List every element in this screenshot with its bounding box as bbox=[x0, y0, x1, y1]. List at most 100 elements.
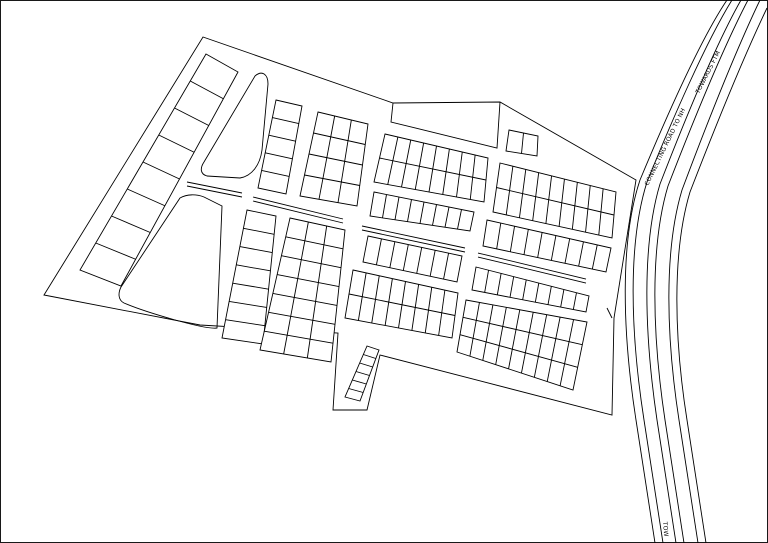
plot-divider bbox=[522, 279, 527, 300]
plot-block bbox=[362, 235, 463, 283]
plot-divider bbox=[443, 253, 450, 280]
open-space-top bbox=[200, 72, 269, 179]
highway bbox=[624, 0, 768, 543]
plot-divider bbox=[459, 334, 578, 368]
highway-edge bbox=[624, 0, 728, 543]
internal-road-strip bbox=[477, 252, 587, 284]
plot-block bbox=[373, 133, 489, 203]
plot-divider bbox=[355, 371, 370, 376]
plot-divider bbox=[496, 273, 502, 295]
plot-divider bbox=[432, 204, 437, 226]
plot-divider bbox=[462, 316, 583, 346]
plot-divider bbox=[559, 319, 574, 386]
plot-divider bbox=[229, 300, 267, 308]
plot-divider bbox=[509, 226, 515, 252]
plot-divider bbox=[402, 244, 409, 271]
plot-divider bbox=[564, 238, 571, 264]
plot-divider bbox=[572, 292, 577, 310]
plot-divider bbox=[495, 307, 507, 365]
towards-top-label: TOWARDS FTM bbox=[694, 50, 722, 96]
plot-divider bbox=[482, 304, 494, 361]
plot-divider bbox=[359, 362, 373, 368]
internal-road-strip bbox=[186, 181, 243, 198]
plot-block bbox=[344, 269, 459, 339]
plot-divider bbox=[268, 311, 336, 325]
plot-blocks bbox=[79, 53, 617, 402]
plot-divider bbox=[268, 134, 296, 142]
plot-divider bbox=[496, 223, 502, 249]
plot-divider bbox=[382, 194, 387, 218]
plot-divider bbox=[306, 225, 328, 359]
plot-divider bbox=[363, 354, 376, 359]
plot-divider bbox=[272, 292, 338, 306]
plot-divider bbox=[225, 319, 265, 327]
plot-divider bbox=[264, 330, 334, 344]
connecting-road-label: CONNECTING ROAD TO NH bbox=[644, 107, 688, 187]
plot-divider bbox=[379, 157, 487, 181]
plot-divider bbox=[416, 247, 423, 274]
plot-block bbox=[79, 53, 239, 287]
plot-divider bbox=[444, 206, 450, 228]
plot-divider bbox=[283, 221, 309, 355]
highway-edge bbox=[668, 0, 761, 543]
plot-divider bbox=[375, 238, 382, 265]
plot-divider bbox=[232, 282, 269, 290]
plot-divider bbox=[550, 235, 557, 261]
plot-divider bbox=[158, 134, 195, 153]
highway-edge bbox=[632, 0, 733, 543]
plot-divider bbox=[521, 132, 524, 154]
plot-divider bbox=[521, 312, 534, 374]
plot-divider bbox=[304, 174, 360, 186]
plot-divider bbox=[537, 232, 543, 258]
plot-divider bbox=[308, 153, 363, 166]
plot-divider bbox=[261, 169, 290, 177]
plot-divider bbox=[352, 379, 367, 385]
plot-divider bbox=[190, 80, 224, 100]
plot-divider bbox=[127, 188, 166, 207]
plot-divider bbox=[578, 241, 584, 267]
plot-divider bbox=[313, 132, 366, 145]
plot-divider bbox=[508, 309, 521, 369]
plot-divider bbox=[243, 227, 275, 235]
plot-divider bbox=[285, 236, 344, 250]
plot-divider bbox=[95, 242, 136, 260]
plot-divider bbox=[236, 264, 271, 272]
plot-divider bbox=[265, 152, 293, 160]
plot-divider bbox=[484, 270, 489, 293]
plot-divider bbox=[560, 289, 565, 308]
plot-divider bbox=[469, 302, 480, 357]
plot-divider bbox=[111, 215, 151, 233]
plot-divider bbox=[419, 201, 425, 224]
plot-block bbox=[505, 129, 539, 157]
internal-road-strip bbox=[361, 225, 466, 253]
plot-divider bbox=[523, 229, 529, 255]
plot-divider bbox=[348, 388, 364, 393]
plot-divider bbox=[547, 286, 552, 305]
plot-divider bbox=[277, 274, 340, 288]
plot-divider bbox=[281, 255, 342, 269]
highway-edge bbox=[676, 7, 768, 543]
plot-block bbox=[257, 99, 303, 195]
plot-divider bbox=[509, 276, 515, 298]
plot-divider bbox=[457, 209, 462, 230]
inner-boundary-line bbox=[390, 101, 501, 149]
plot-block bbox=[456, 299, 588, 391]
plot-divider bbox=[534, 283, 540, 303]
plot-divider bbox=[429, 250, 436, 277]
highway-edge bbox=[654, 0, 749, 543]
internal-road-strip bbox=[252, 196, 344, 224]
open-space-large bbox=[118, 194, 223, 329]
plot-divider bbox=[239, 246, 273, 254]
plot-divider bbox=[389, 241, 396, 268]
plot-divider bbox=[546, 317, 561, 382]
plot-divider bbox=[394, 196, 400, 220]
plot-divider bbox=[591, 244, 598, 270]
plot-divider bbox=[533, 314, 548, 378]
plot-divider bbox=[142, 161, 180, 180]
towards-bottom-label: TOW bbox=[661, 521, 669, 537]
plot-divider bbox=[348, 293, 456, 316]
plot-divider bbox=[407, 199, 412, 222]
highway-edge bbox=[646, 0, 742, 543]
